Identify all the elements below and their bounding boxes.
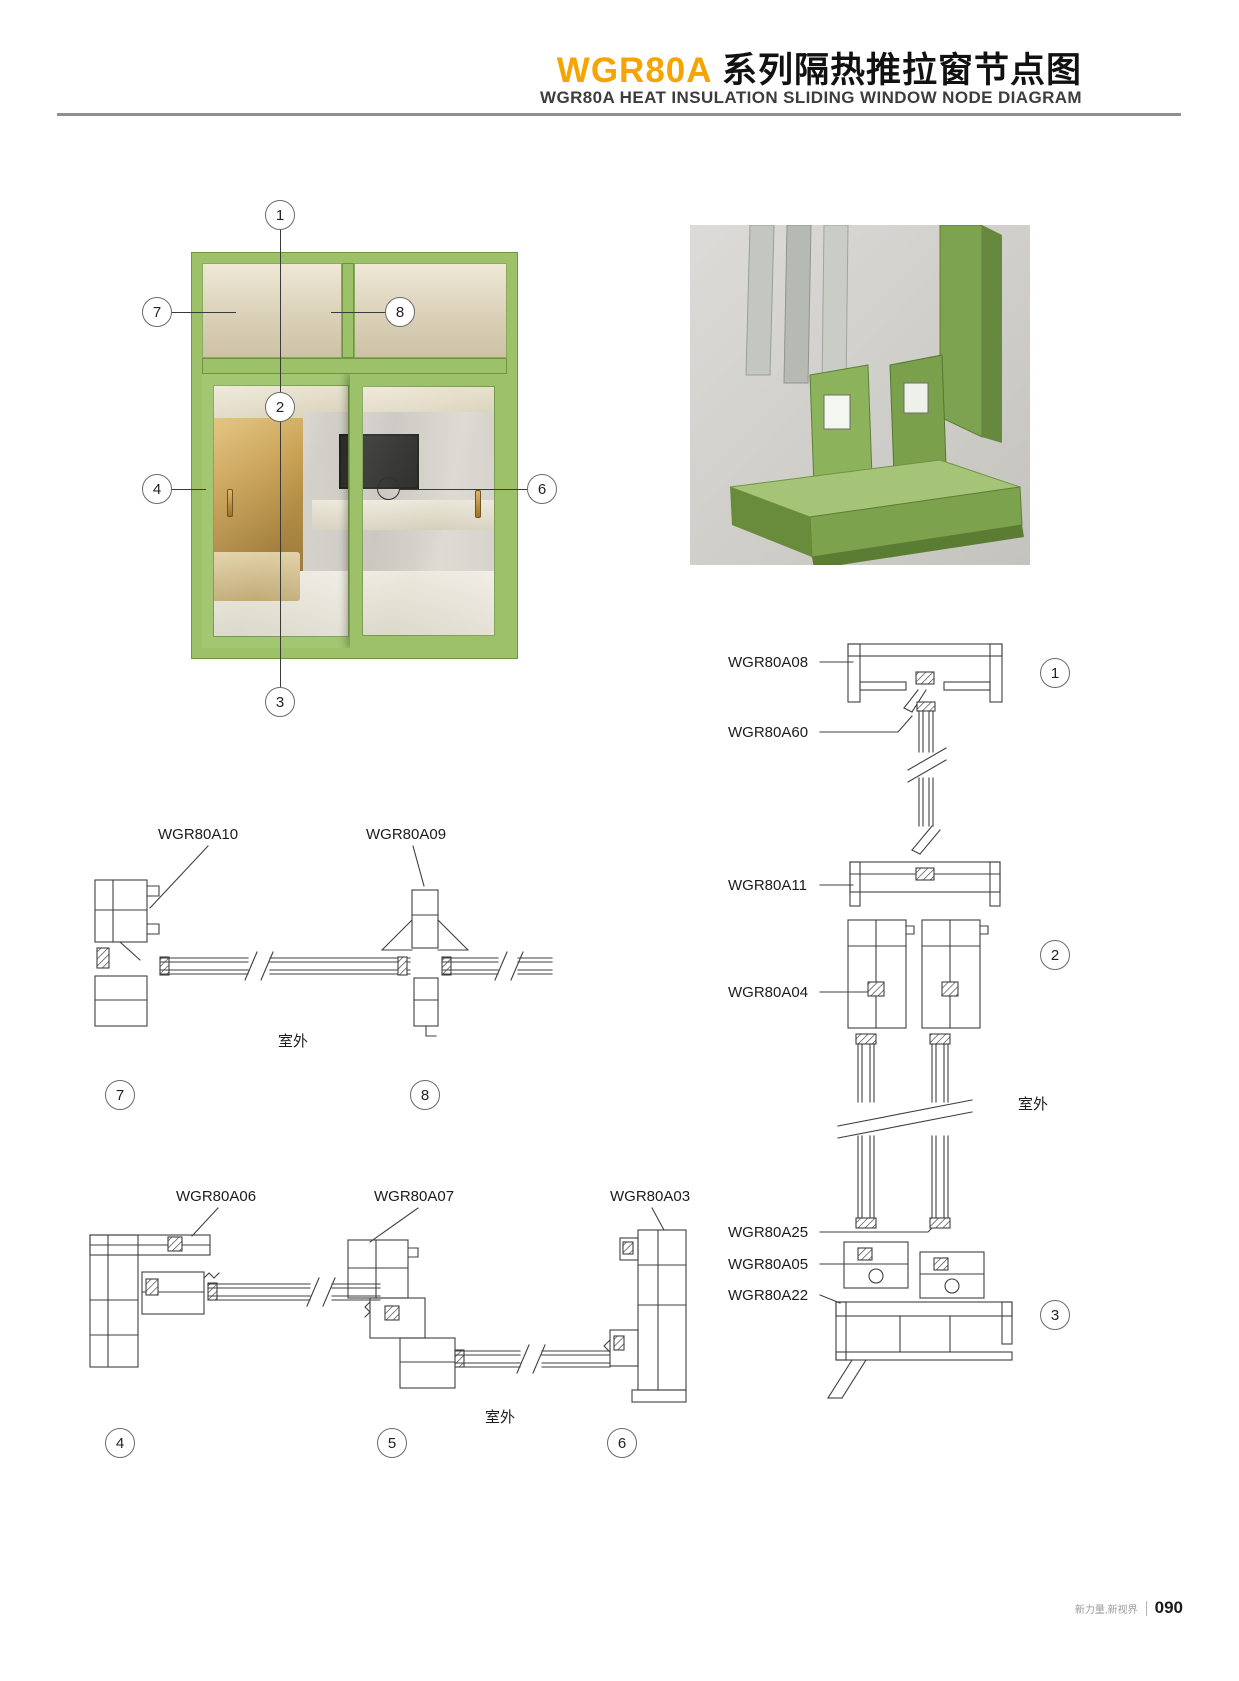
sash-right [350,374,507,648]
profile-3d-render [690,224,1030,569]
callout-marker-3: 3 [265,687,295,717]
profile-label-WGR80A25: WGR80A25 [728,1224,809,1241]
outdoor-label: 室外 [1018,1096,1049,1113]
leader-line-8 [331,312,385,313]
profile-label-WGR80A04: WGR80A04 [728,984,809,1001]
profile-3d-render-art [690,224,1030,569]
section-4-5-6-drawing [89,1207,687,1403]
profile-label-WGR80A22: WGR80A22 [728,1287,809,1304]
section-marker-7: 7 [105,1080,135,1110]
glass-reflection [213,385,349,637]
section-marker-6: 6 [607,1428,637,1458]
section-marker-3: 3 [1040,1300,1070,1330]
sash-handle-left [227,489,233,517]
photo-cabinet [311,500,501,531]
profile-label-WGR80A60: WGR80A60 [728,724,809,741]
transom-pane-right [354,263,507,358]
leader-line-6 [400,489,527,490]
leader-line-7 [172,312,236,313]
section-marker-4: 4 [105,1428,135,1458]
node-section-7-8: WGR80A10 WGR80A09 室外 7 8 [80,820,570,1130]
window-illustration [192,253,517,658]
profile-label-WGR80A05: WGR80A05 [728,1256,809,1273]
leader-line-2-3 [280,422,281,687]
sash-handle-right [475,490,481,518]
callout-marker-6: 6 [527,474,557,504]
callout-marker-4: 4 [142,474,172,504]
transom-mullion [342,263,354,358]
profile-label-WGR80A09: WGR80A09 [366,826,447,843]
profile-label-WGR80A10: WGR80A10 [158,826,239,843]
section-marker-1: 1 [1040,658,1070,688]
page-number: 090 [1154,1598,1183,1617]
transom-rail [202,358,507,374]
node-section-vertical: WGR80A08 WGR80A60 WGR80A11 WGR80A04 WGR8… [720,630,1160,1420]
section-marker-8: 8 [410,1080,440,1110]
lock-detail-ring [377,477,400,500]
transom-pane-left [202,263,342,358]
title-chinese: 系列隔热推拉窗节点图 [721,51,1082,90]
vertical-section-drawing [819,643,1013,1399]
profile-label-WGR80A11: WGR80A11 [728,877,807,894]
profile-label-WGR80A06: WGR80A06 [176,1188,257,1205]
leader-line-1-2 [280,230,281,392]
footer-slogan: 新力量,新视界 [1074,1604,1138,1616]
page-title: WGR80A 系列隔热推拉窗节点图 [0,42,1082,93]
section-marker-2: 2 [1040,940,1070,970]
photo-bed [208,552,300,602]
section-marker-5: 5 [377,1428,407,1458]
series-code: WGR80A [556,51,712,90]
callout-marker-7: 7 [142,297,172,327]
footer-divider [1145,1600,1147,1616]
callout-marker-1: 1 [265,200,295,230]
node-section-4-5-6: WGR80A06 WGR80A07 WGR80A03 室外 4 5 6 [80,1180,740,1480]
leader-line-4 [172,489,206,490]
profile-label-WGR80A07: WGR80A07 [374,1188,455,1205]
interior-photo [202,374,507,648]
page-footer: 新力量,新视界 090 [1075,1598,1183,1618]
outdoor-label: 室外 [485,1409,516,1426]
header-rule [57,113,1181,116]
callout-marker-2: 2 [265,392,295,422]
page-subtitle: WGR80A HEAT INSULATION SLIDING WINDOW NO… [540,88,1082,107]
glass-reflection [362,386,495,636]
profile-label-WGR80A08: WGR80A08 [728,654,809,671]
profile-label-WGR80A03: WGR80A03 [610,1188,691,1205]
transom [202,263,507,358]
outdoor-label: 室外 [278,1033,309,1050]
section-7-8-drawing [94,845,553,1037]
callout-marker-8: 8 [385,297,415,327]
